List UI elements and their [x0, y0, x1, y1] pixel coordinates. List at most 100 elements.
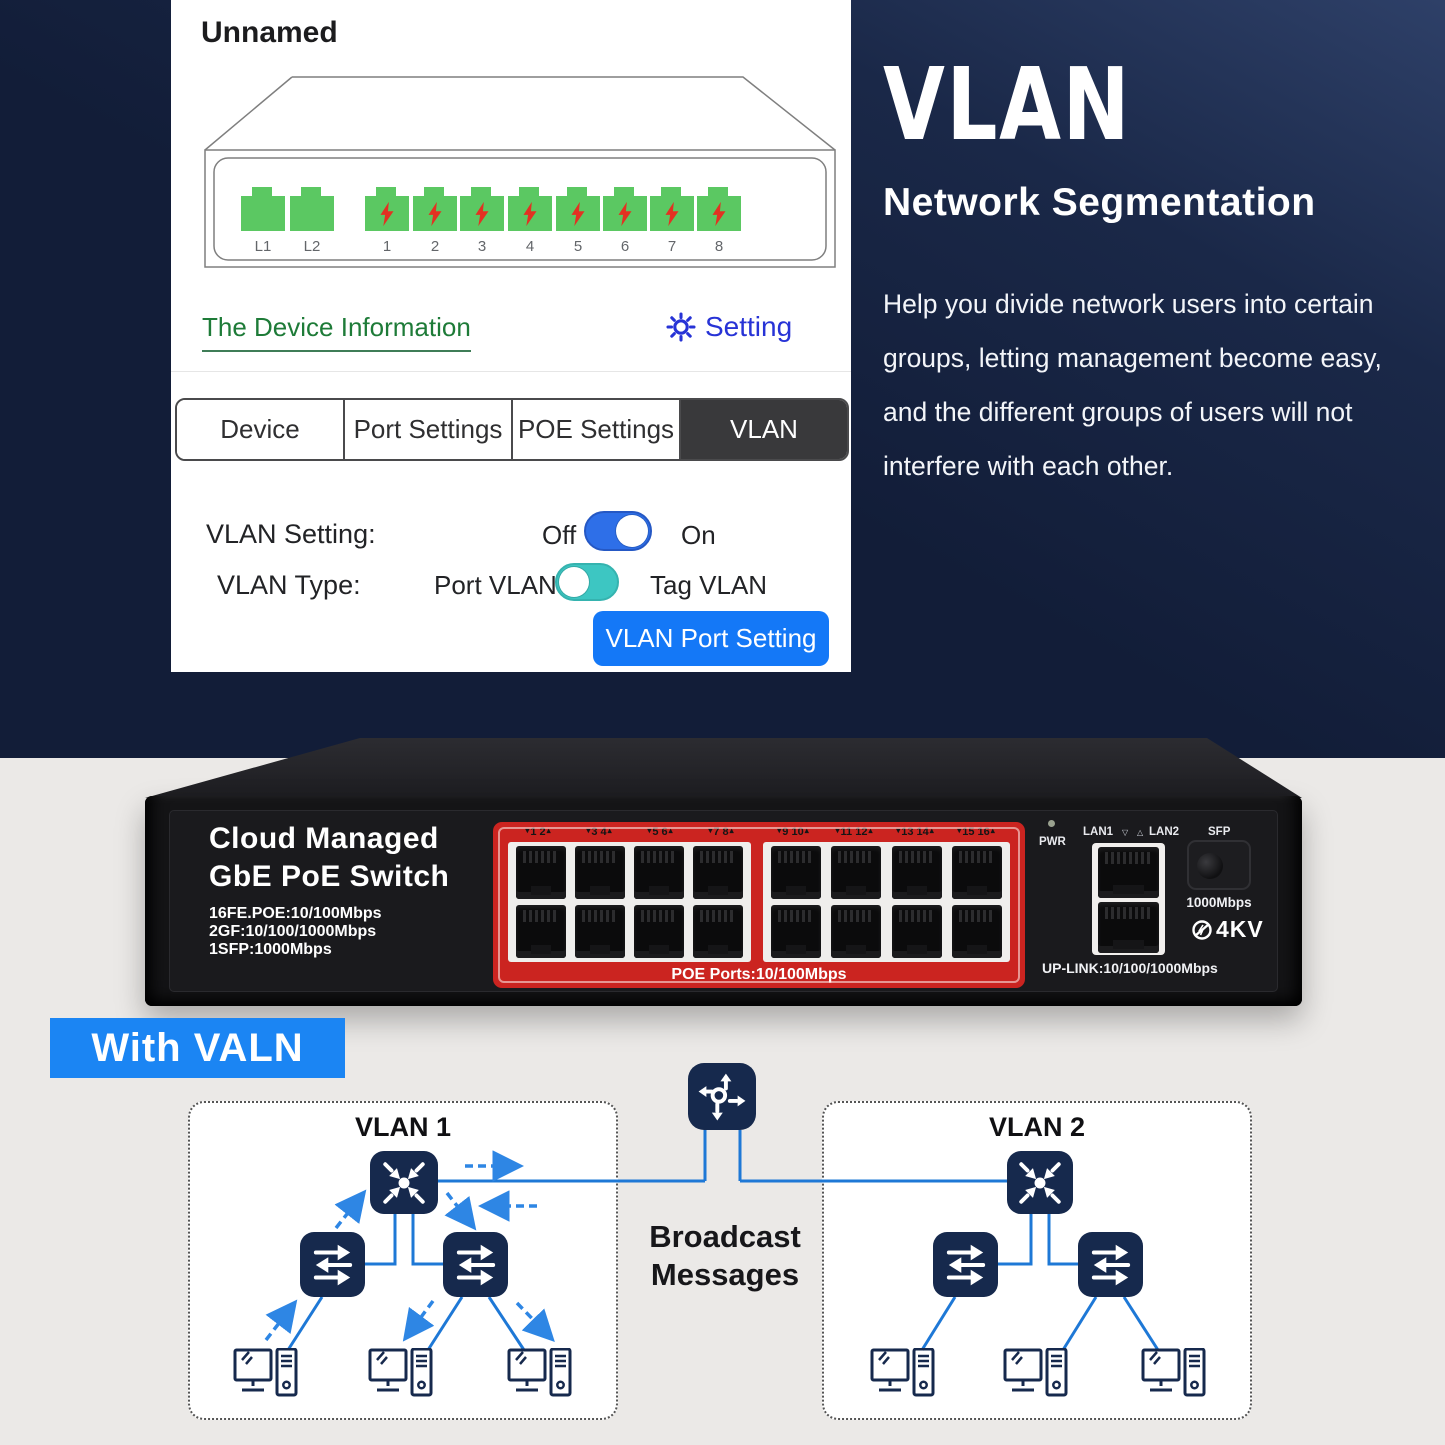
broadcast-messages-label: Broadcast Messages: [620, 1218, 830, 1294]
vlan-type-label: VLAN Type:: [217, 570, 361, 600]
rj45-port: [951, 846, 1002, 899]
vlan1-title: VLAN 1: [354, 1112, 452, 1142]
rj45-port: [771, 846, 822, 899]
vlan1-switch-left-icon: [300, 1232, 365, 1297]
lan2-label: LAN2: [1149, 826, 1180, 838]
triangle-down-icon: ▽: [1122, 828, 1129, 837]
router-icon: [1019, 1161, 1061, 1204]
poe-port-icon: [650, 187, 694, 231]
port-pair-label: 15 16: [946, 826, 1006, 838]
device-name-title: Unnamed: [201, 16, 338, 49]
rj45-port: [771, 905, 822, 958]
tab-port-settings[interactable]: Port Settings: [345, 400, 513, 459]
app-screenshot-card: Unnamed L1 L2 1 2 3 4 5 6 7 8 The De: [171, 0, 851, 672]
with-vlan-badge: With VALN: [50, 1018, 345, 1078]
poe-port-icon: [365, 187, 409, 231]
hero-section: VLAN Network Segmentation Help you divid…: [883, 55, 1428, 493]
setting-label: Setting: [705, 311, 793, 342]
tab-bar: Device Port Settings POE Settings VLAN: [175, 398, 849, 461]
lightning-icon: [618, 201, 632, 227]
hero-title: VLAN: [883, 46, 1132, 163]
lightning-icon: [475, 201, 489, 227]
vlan2-router-icon: [1007, 1151, 1073, 1214]
brand-line1: Cloud Managed: [209, 822, 439, 855]
pwr-label: PWR: [1039, 836, 1066, 848]
switch-branding: Cloud Managed GbE PoE Switch 16FE.POE:10…: [209, 820, 449, 959]
port-label: 7: [667, 238, 677, 255]
rj45-port: [634, 905, 685, 958]
setting-button[interactable]: Setting: [666, 311, 792, 343]
vlan2-switch-right-icon: [1078, 1232, 1143, 1297]
lan1-label: LAN1: [1083, 826, 1114, 838]
lightning-icon: [571, 201, 585, 227]
poe-port-icon: [697, 187, 741, 231]
spec-line: 1SFP:1000Mbps: [209, 941, 332, 958]
port-pair-label: 5 6: [630, 826, 690, 838]
port-label: 8: [714, 238, 724, 255]
port-label: 5: [573, 238, 583, 255]
vlan-port-setting-button[interactable]: VLAN Port Setting: [593, 611, 829, 666]
rj45-port: [693, 905, 744, 958]
uplink-speed-label: UP-LINK:10/100/1000Mbps: [1042, 960, 1218, 976]
lightning-icon: [665, 201, 679, 227]
port-label: 4: [525, 238, 535, 255]
port-pair-label: 11 12: [824, 826, 884, 838]
rj45-port: [693, 846, 744, 899]
port-pair-label: 9 10: [763, 826, 823, 838]
switch-front-face: Cloud Managed GbE PoE Switch 16FE.POE:10…: [145, 796, 1302, 1006]
rj45-port: [831, 846, 882, 899]
switch-icon: [313, 1244, 352, 1285]
device-illustration: [204, 76, 836, 268]
computer-icon: [507, 1347, 573, 1411]
port-label: L1: [254, 238, 272, 255]
port-label: 2: [430, 238, 440, 255]
port-pair-label: 3 4: [569, 826, 629, 838]
sfp-port: [1187, 840, 1251, 890]
broadcast-line2: Messages: [650, 1257, 800, 1292]
tab-poe-settings[interactable]: POE Settings: [513, 400, 681, 459]
vlan-setting-label: VLAN Setting:: [206, 519, 376, 549]
lightning-icon: [380, 201, 394, 227]
switch-icon: [456, 1244, 495, 1285]
vlan-type-toggle[interactable]: [555, 563, 619, 601]
hero-subtitle: Network Segmentation: [883, 181, 1316, 224]
rj45-port: [574, 905, 625, 958]
rj45-port: [951, 905, 1002, 958]
device-information-link[interactable]: The Device Information: [202, 312, 471, 352]
vlan1-switch-right-icon: [443, 1232, 508, 1297]
vlan-setting-on-label: On: [681, 520, 716, 550]
surge-protection: 4KV: [1191, 916, 1264, 943]
poe-port-icon: [603, 187, 647, 231]
routing-arrows-icon: [698, 1073, 746, 1120]
port-group-9-16: [763, 842, 1010, 962]
broadcast-line1: Broadcast: [649, 1219, 801, 1254]
toggle-knob: [616, 515, 648, 547]
vlan2-switch-left-icon: [933, 1232, 998, 1297]
computer-icon: [233, 1347, 299, 1411]
poe-port-icon: [460, 187, 504, 231]
computer-icon: [1141, 1347, 1207, 1411]
port-pair-label: 1 2: [508, 826, 568, 838]
poe-port-icon: [508, 187, 552, 231]
tab-vlan[interactable]: VLAN: [681, 400, 847, 459]
uplink-port-icon: [241, 187, 285, 231]
switch-specs: 16FE.POE:10/100Mbps 2GF:10/100/1000Mbps …: [209, 905, 449, 959]
power-led: [1048, 820, 1055, 827]
computer-icon: [870, 1347, 936, 1411]
vlan-setting-off-label: Off: [542, 520, 577, 550]
rj45-port: [891, 905, 942, 958]
vlan-setting-toggle[interactable]: [584, 511, 652, 551]
uplink-port-icon: [290, 187, 334, 231]
router-icon: [383, 1161, 425, 1204]
lightning-icon: [523, 201, 537, 227]
port-label: L2: [303, 238, 321, 255]
port-label: 3: [477, 238, 487, 255]
brand-line2: GbE PoE Switch: [209, 860, 450, 893]
switch-icon: [946, 1244, 985, 1285]
surge-circle-icon: [1192, 919, 1212, 940]
rj45-port: [515, 846, 566, 899]
tab-device[interactable]: Device: [177, 400, 345, 459]
rj45-port: [891, 846, 942, 899]
port-pair-label: 7 8: [691, 826, 751, 838]
